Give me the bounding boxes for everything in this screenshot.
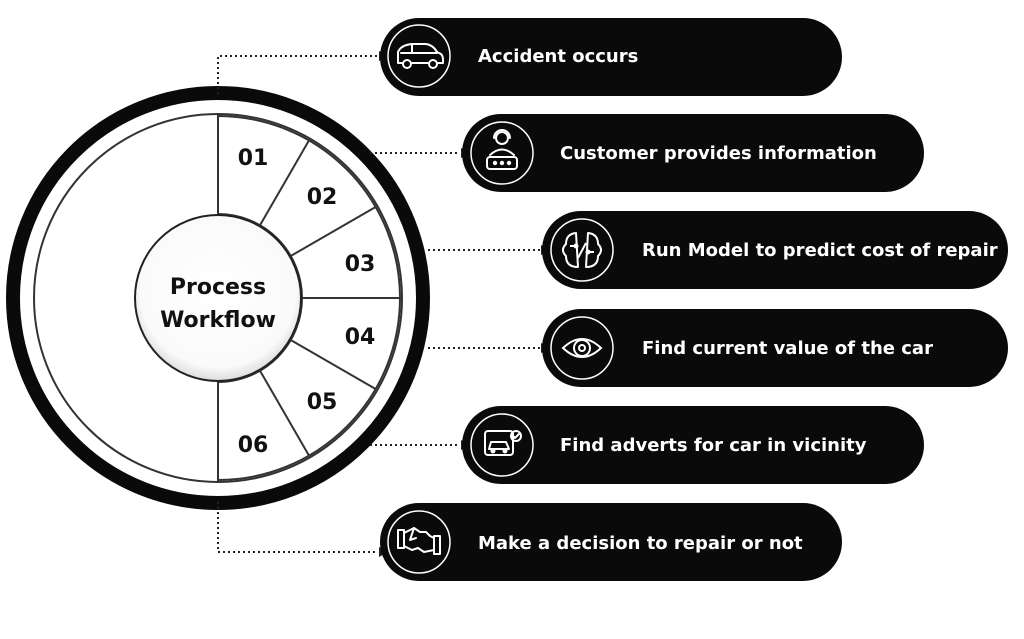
step-label-06: Make a decision to repair or not <box>478 533 803 554</box>
pill-background <box>380 18 842 96</box>
segment-numbers: 01 02 03 04 05 06 <box>238 146 376 458</box>
customer-support-icon <box>486 129 518 170</box>
pill-background <box>542 211 1008 289</box>
segment-number-01: 01 <box>238 146 269 171</box>
icon-circle <box>387 24 451 88</box>
segment-number-06: 06 <box>238 433 269 458</box>
segment-number-03: 03 <box>345 252 376 277</box>
car-icon <box>397 43 444 69</box>
car-listing-icon <box>484 430 522 456</box>
pill-background <box>380 503 842 581</box>
step-label-02: Customer provides information <box>560 143 877 164</box>
pill-background <box>462 114 924 192</box>
segment-divider-5 <box>259 370 310 457</box>
segment-number-02: 02 <box>307 185 338 210</box>
segment-divider-2 <box>290 206 377 257</box>
pill-background <box>462 406 924 484</box>
step-pill-06: Make a decision to repair or not <box>380 503 842 581</box>
segment-number-04: 04 <box>345 325 376 350</box>
segment-divider-1 <box>259 139 310 226</box>
center-circle <box>134 214 302 382</box>
icon-circle <box>550 316 614 380</box>
step-label-03: Run Model to predict cost of repair <box>642 240 998 261</box>
pill-background <box>542 309 1008 387</box>
segment-dividers <box>259 139 400 457</box>
inner-ring <box>33 113 403 483</box>
step-pill-01: Accident occurs <box>380 18 842 96</box>
brain-network-icon <box>562 232 602 268</box>
step-label-01: Accident occurs <box>478 46 638 67</box>
step-pill-05: Find adverts for car in vicinity <box>462 406 924 484</box>
handshake-icon <box>397 527 441 555</box>
center-title-line2: Workflow <box>160 308 276 333</box>
eye-icon <box>561 338 603 358</box>
step-label-04: Find current value of the car <box>642 338 933 359</box>
icon-circle <box>470 413 534 477</box>
center-title-line1: Process <box>170 275 266 300</box>
connectors <box>217 55 540 553</box>
connector-06 <box>217 502 378 553</box>
segment-divider-4 <box>290 339 377 390</box>
icon-circle <box>470 121 534 185</box>
step-pill-03: Run Model to predict cost of repair <box>542 211 1008 289</box>
step-pill-04: Find current value of the car <box>542 309 1008 387</box>
segment-number-05: 05 <box>307 390 338 415</box>
icon-circle <box>387 510 451 574</box>
step-pill-02: Customer provides information <box>462 114 924 192</box>
step-label-05: Find adverts for car in vicinity <box>560 435 867 456</box>
